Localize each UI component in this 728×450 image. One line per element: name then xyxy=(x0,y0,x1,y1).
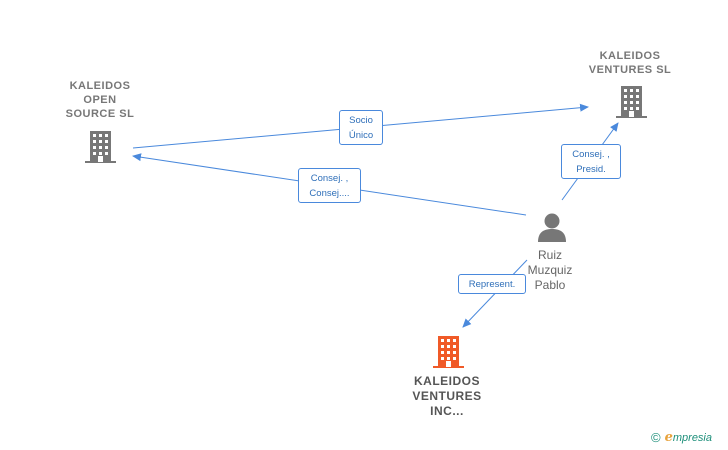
edge-label-consej-consej[interactable]: Consej. , Consej.... xyxy=(298,168,361,203)
brand-logo-text: mpresia xyxy=(672,432,712,444)
node-label-ruiz-muzquiz-pablo[interactable]: Ruiz Muzquiz Pablo xyxy=(515,248,585,293)
node-label-line: SOURCE SL xyxy=(65,108,135,120)
node-label-line: OPEN xyxy=(83,94,117,106)
building-icon[interactable] xyxy=(616,86,647,118)
edge-label-line: Consej.... xyxy=(309,188,350,199)
edge-label-line: Presid. xyxy=(576,164,606,175)
edge-label-line: Socio xyxy=(349,115,373,126)
edge-label-consej-presid[interactable]: Consej. , Presid. xyxy=(561,144,621,179)
node-label-kaleidos-ventures-inc[interactable]: KALEIDOS VENTURES INC... xyxy=(397,374,497,419)
edge-label-line: Consej. , xyxy=(572,149,610,160)
brand-logo-initial: e xyxy=(664,430,673,445)
node-label-line: VENTURES xyxy=(412,389,482,403)
node-label-kaleidos-open-source[interactable]: KALEIDOS OPEN SOURCE SL xyxy=(50,79,150,121)
node-label-line: INC... xyxy=(430,404,464,418)
edge-label-line: Consej. , xyxy=(310,173,349,184)
node-label-line: Muzquiz xyxy=(527,263,573,277)
copyright-symbol: © xyxy=(651,430,661,445)
edge-label-represent[interactable]: Represent. xyxy=(458,274,526,294)
edge-label-socio-unico[interactable]: Socio Único xyxy=(339,110,383,145)
node-label-line: Ruiz xyxy=(537,248,562,262)
building-icon[interactable] xyxy=(85,131,116,163)
node-label-kaleidos-ventures-sl[interactable]: KALEIDOS VENTURES SL xyxy=(575,49,685,77)
footer-brand[interactable]: ©empresia xyxy=(651,430,712,446)
person-icon[interactable] xyxy=(538,213,566,243)
node-label-line: VENTURES SL xyxy=(588,64,672,76)
node-label-line: KALEIDOS xyxy=(413,374,480,388)
edge-label-line: Único xyxy=(348,130,374,141)
node-label-line: KALEIDOS xyxy=(69,80,131,92)
node-label-line: Pablo xyxy=(534,278,566,292)
node-label-line: KALEIDOS xyxy=(599,50,661,62)
building-icon[interactable] xyxy=(433,336,464,368)
edge-label-line: Represent. xyxy=(468,279,516,290)
